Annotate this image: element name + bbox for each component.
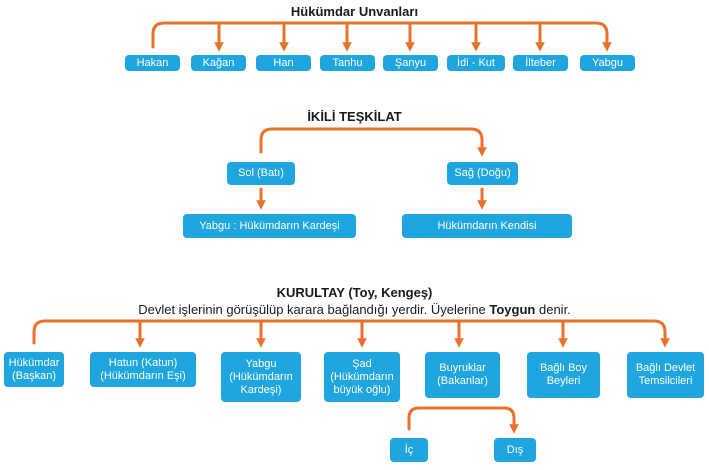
uye-hukumdar: Hükümdar (Başkan) (4, 352, 64, 387)
unvan-tanhu: Tanhu (320, 55, 375, 71)
kurultay-desc-pre: Devlet işlerinin görüşülüp karara bağlan… (138, 302, 490, 317)
ikili-sag: Sağ (Doğu) (447, 162, 518, 185)
unvan-ilteber: İlteber (513, 55, 568, 71)
ikili-bracket (259, 127, 487, 157)
uye-hatun: Hatun (Katun) (Hükümdarın Eşi) (90, 352, 196, 387)
uye-devlet-temsilcileri: Bağlı Devlet Temsilcileri (627, 352, 704, 398)
uye-boy-beyleri: Bağlı Boy Beyleri (527, 352, 600, 398)
kurultay-description: Devlet işlerinin görüşülüp karara bağlan… (0, 302, 709, 317)
uye-sad: Şad (Hükümdarın büyük oğlu) (324, 352, 400, 402)
unvan-kagan: Kağan (191, 55, 246, 71)
unvan-yabgu: Yabgu (580, 55, 635, 71)
buyruk-ic: İç (390, 438, 428, 462)
kurultay-title: KURULTAY (Toy, Kengeş) (276, 285, 433, 300)
ikili-teskilat-title: İKİLİ TEŞKİLAT (307, 109, 402, 124)
hukumdar-unvanlari-title: Hükümdar Unvanları (290, 4, 419, 19)
kurultay-bracket (32, 319, 670, 348)
uye-buyruklar: Buyruklar (Bakanlar) (425, 352, 500, 398)
ikili-sol: Sol (Batı) (227, 162, 295, 185)
kurultay-desc-bold: Toygun (489, 302, 536, 317)
buyruk-dis: Dış (494, 438, 536, 462)
unvan-sanyu: Şanyu (383, 55, 438, 71)
uye-yabgu: Yabgu (Hükümdarın Kardeşi) (221, 352, 301, 402)
ikili-sag-alt: Hükümdarın Kendisi (402, 214, 572, 238)
kurultay-desc-post: denir. (535, 302, 571, 317)
unvan-han: Han (256, 55, 311, 71)
unvan-bracket (151, 21, 612, 52)
buyruk-bracket (407, 406, 519, 434)
unvan-idikut: İdi - Kut (447, 55, 505, 71)
unvan-hakan: Hakan (125, 55, 180, 71)
ikili-sol-alt: Yabgu : Hükümdarın Kardeşi (183, 214, 356, 238)
